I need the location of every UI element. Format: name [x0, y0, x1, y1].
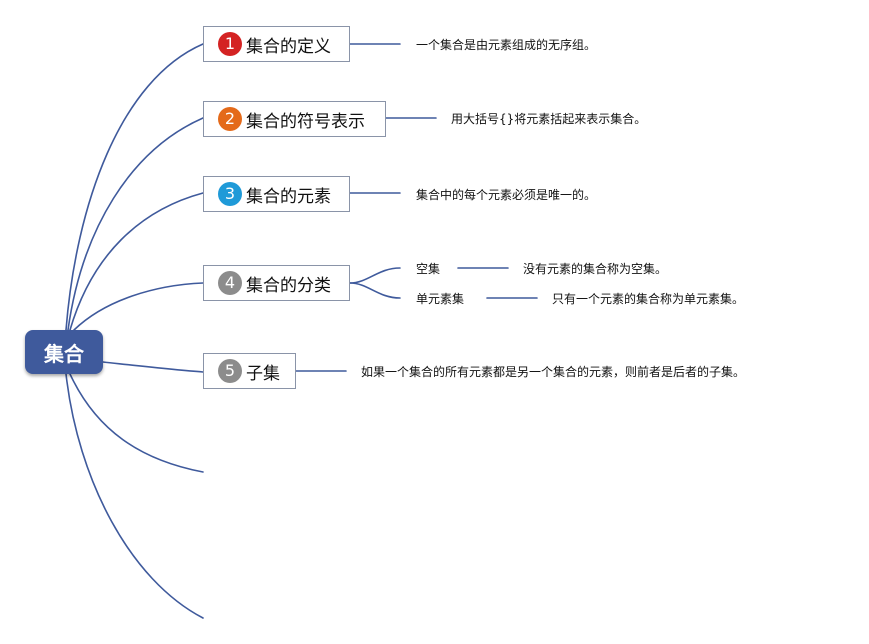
note-singleton-set: 只有一个元素的集合称为单元素集。 [552, 292, 745, 306]
number-badge: 4 [218, 271, 242, 295]
branch-node-subset[interactable]: 5 子集 [203, 353, 296, 389]
note-empty-set: 没有元素的集合称为空集。 [523, 262, 668, 276]
root-topic[interactable]: 集合 [25, 330, 103, 374]
link-empty-2 [65, 373, 204, 619]
link-child-empty-set [349, 267, 401, 284]
note-definition: 一个集合是由元素组成的无序组。 [416, 38, 597, 52]
link-branch-4 [73, 282, 204, 331]
note-elements: 集合中的每个元素必须是唯一的。 [416, 188, 597, 202]
branch-node-elements[interactable]: 3 集合的元素 [203, 176, 350, 212]
root-label: 集合 [44, 341, 84, 366]
link-branch-1 [65, 43, 204, 331]
link-branch-5 [102, 361, 204, 373]
number-badge: 2 [218, 107, 242, 131]
branch-node-definition[interactable]: 1 集合的定义 [203, 26, 350, 62]
link-child-singleton [349, 282, 401, 299]
branch-label: 集合的符号表示 [246, 111, 365, 132]
branch-label: 集合的元素 [246, 186, 331, 207]
branch-label: 集合的分类 [246, 275, 331, 296]
branch-label: 子集 [246, 363, 280, 384]
link-branch-3 [69, 192, 204, 331]
link-branch-2 [67, 117, 204, 331]
child-singleton-set[interactable]: 单元素集 [416, 292, 465, 306]
number-badge: 1 [218, 32, 242, 56]
number-badge: 5 [218, 359, 242, 383]
branch-node-classification[interactable]: 4 集合的分类 [203, 265, 350, 301]
note-subset: 如果一个集合的所有元素都是另一个集合的元素，则前者是后者的子集。 [361, 365, 746, 379]
link-empty-1 [69, 373, 204, 473]
number-badge: 3 [218, 182, 242, 206]
note-notation: 用大括号{}将元素括起来表示集合。 [451, 112, 647, 126]
branch-node-notation[interactable]: 2 集合的符号表示 [203, 101, 386, 137]
branch-label: 集合的定义 [246, 36, 331, 57]
child-empty-set[interactable]: 空集 [416, 262, 441, 276]
